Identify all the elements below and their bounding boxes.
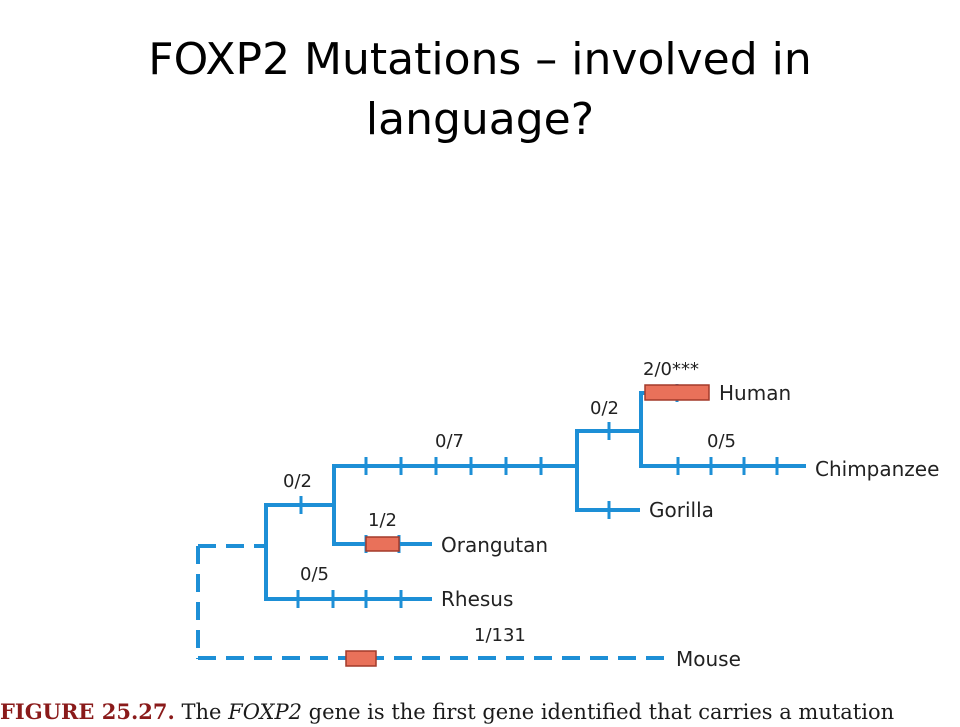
mutation-ticks (296, 384, 779, 608)
species-label-gorilla: Gorilla (649, 498, 714, 522)
slide-title-line-1: FOXP2 Mutations – involved in (148, 34, 812, 85)
slide-title: FOXP2 Mutations – involved in language? (0, 30, 960, 150)
branch-label-great-ape-stem: 0/7 (435, 431, 464, 452)
amino-acid-change-boxes (345, 384, 710, 667)
branch-label-hominid-stem: 0/2 (283, 471, 312, 492)
mutation-box-human (644, 384, 710, 401)
mutation-box-mouse (345, 650, 377, 667)
branch-label-chimp-human-stem: 0/2 (590, 398, 619, 419)
species-label-orangutan: Orangutan (441, 533, 548, 557)
species-label-chimpanzee: Chimpanzee (815, 457, 939, 481)
figure-caption: FIGURE 25.27. The FOXP2 gene is the firs… (0, 697, 960, 727)
branch-label-mouse: 1/131 (474, 625, 526, 646)
branch-label-chimpanzee: 0/5 (707, 431, 736, 452)
branch-label-rhesus: 0/5 (300, 564, 329, 585)
species-label-human: Human (719, 381, 791, 405)
species-label-rhesus: Rhesus (441, 587, 513, 611)
caption-text-after: gene is the first gene identified that c… (302, 700, 895, 724)
branch-label-human: 2/0*** (643, 359, 699, 380)
figure-number: FIGURE 25.27. (0, 699, 175, 724)
branch-label-orangutan: 1/2 (368, 510, 397, 531)
tree-branches (196, 391, 806, 660)
caption-gene-name: FOXP2 (228, 700, 302, 724)
caption-text-before: The (174, 700, 229, 724)
slide-title-line-2: language? (365, 94, 595, 145)
mutation-box-orangutan (365, 536, 400, 552)
species-label-mouse: Mouse (676, 647, 741, 671)
